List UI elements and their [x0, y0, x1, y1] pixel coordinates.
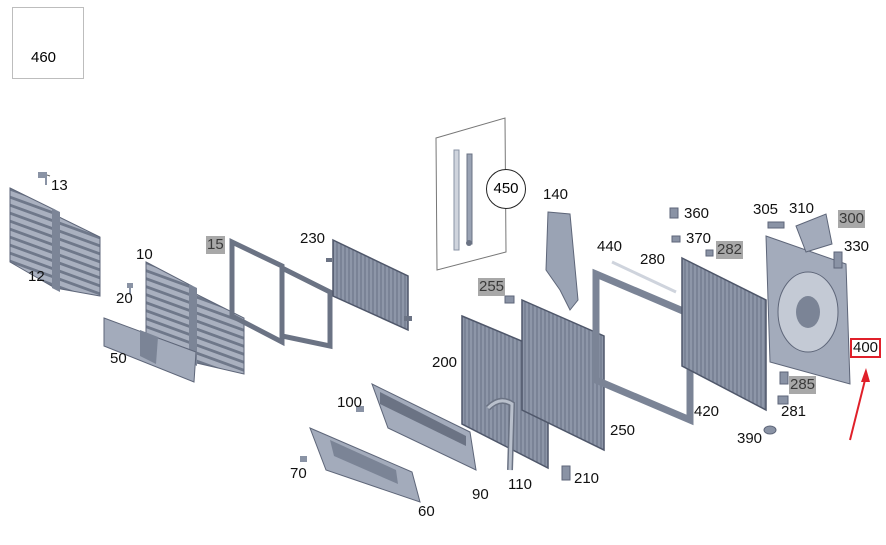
legend-part-label: 460 — [31, 49, 57, 66]
callout-450[interactable]: 450 — [486, 169, 526, 209]
duct-300 — [795, 213, 833, 253]
shroud-90 — [371, 383, 477, 471]
callout-250[interactable]: 250 — [610, 422, 636, 439]
callout-13[interactable]: 13 — [51, 177, 68, 194]
part-390 — [763, 425, 777, 435]
callout-280[interactable]: 280 — [640, 251, 666, 268]
callout-70[interactable]: 70 — [290, 465, 307, 482]
callout-15[interactable]: 15 — [206, 236, 225, 254]
screw-100 — [356, 406, 364, 412]
clip-255 — [504, 295, 515, 304]
callout-390[interactable]: 390 — [737, 430, 763, 447]
screw-13 — [38, 172, 51, 185]
callout-50[interactable]: 50 — [110, 350, 127, 367]
clip-282 — [705, 249, 714, 257]
fan-shroud-400 — [765, 235, 851, 385]
bracket-140 — [545, 211, 579, 311]
screw-20 — [127, 283, 133, 294]
screw-70 — [300, 456, 307, 462]
callout-370[interactable]: 370 — [686, 230, 712, 247]
callout-100[interactable]: 100 — [337, 394, 363, 411]
detail-panel-450 — [435, 117, 507, 271]
legend-part-460[interactable]: 460 — [12, 7, 84, 79]
callout-281[interactable]: 281 — [781, 403, 807, 420]
panel-50 — [103, 317, 197, 383]
callout-330[interactable]: 330 — [844, 238, 870, 255]
callout-440[interactable]: 440 — [597, 238, 623, 255]
condenser-230 — [326, 238, 412, 332]
part-285 — [779, 371, 789, 385]
clip-360 — [669, 207, 679, 219]
radiator-250 — [521, 298, 605, 452]
part-330 — [833, 251, 843, 269]
duct-60 — [309, 427, 421, 503]
callout-12[interactable]: 12 — [28, 268, 45, 285]
callout-255[interactable]: 255 — [478, 278, 506, 296]
part-281 — [777, 395, 789, 405]
callout-420[interactable]: 420 — [694, 403, 720, 420]
callout-230[interactable]: 230 — [300, 230, 326, 247]
frame-15 — [229, 238, 333, 350]
callout-305[interactable]: 305 — [753, 201, 779, 218]
frame-440 — [592, 260, 694, 426]
callout-140[interactable]: 140 — [543, 186, 569, 203]
callout-90[interactable]: 90 — [472, 486, 489, 503]
callout-20[interactable]: 20 — [116, 290, 133, 307]
callout-310[interactable]: 310 — [789, 200, 815, 217]
clip-370 — [671, 235, 681, 243]
selection-arrow — [849, 368, 870, 441]
hose-110 — [485, 397, 516, 471]
louver-12 — [9, 187, 101, 297]
callout-282[interactable]: 282 — [716, 241, 744, 259]
callout-285[interactable]: 285 — [789, 376, 817, 394]
callout-300[interactable]: 300 — [838, 210, 866, 228]
callout-210[interactable]: 210 — [574, 470, 600, 487]
callout-360[interactable]: 360 — [684, 205, 710, 222]
callout-400-selected[interactable]: 400 — [850, 338, 882, 358]
part-305 — [767, 221, 785, 229]
callout-200[interactable]: 200 — [432, 354, 458, 371]
callout-10[interactable]: 10 — [136, 246, 153, 263]
radiator-420 — [681, 256, 767, 412]
callout-60[interactable]: 60 — [418, 503, 435, 520]
valve-210 — [561, 465, 571, 481]
callout-110[interactable]: 110 — [508, 476, 532, 493]
